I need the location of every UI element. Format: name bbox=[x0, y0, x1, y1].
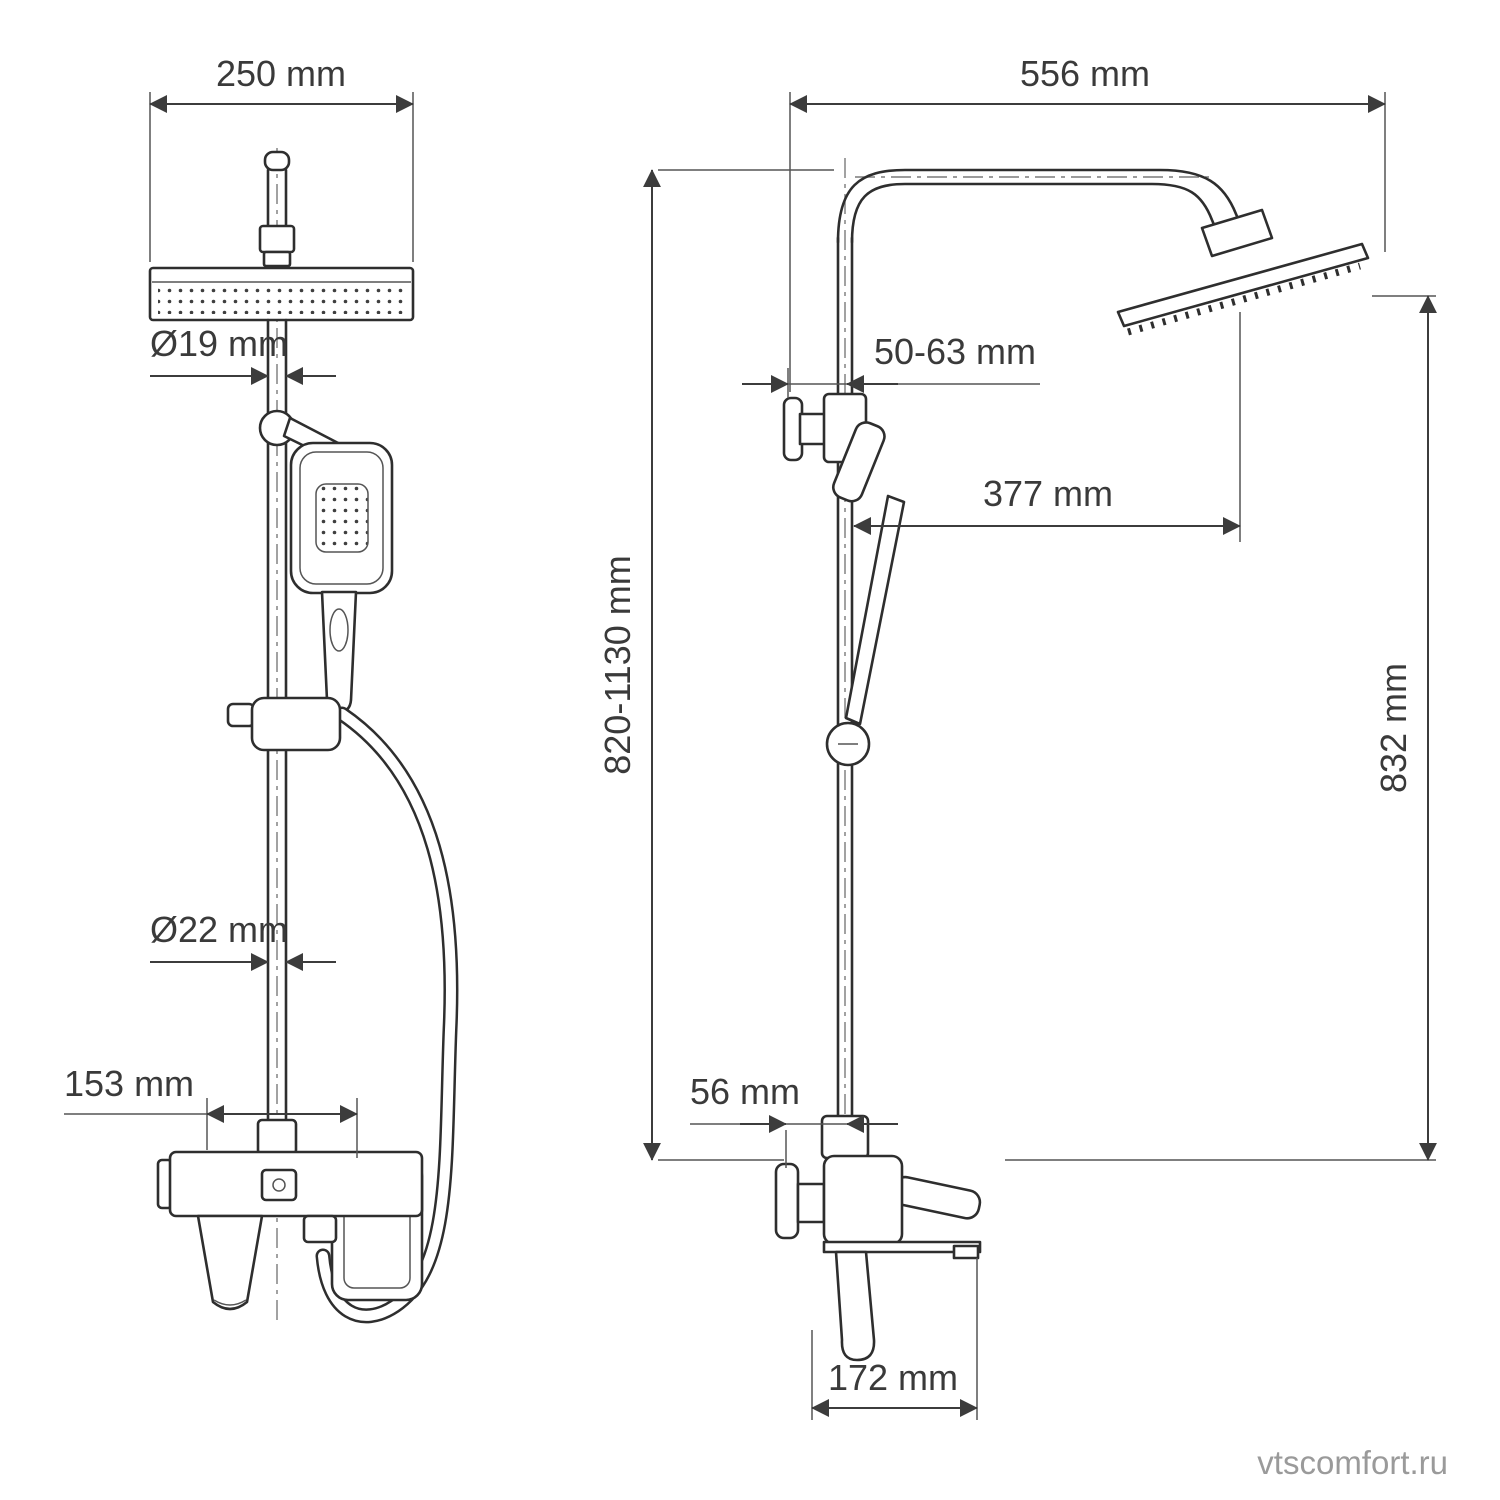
dim-label-bracket-offset: 50-63 mm bbox=[874, 331, 1036, 372]
side-view: 556 mm 820-1130 mm 50-63 mm 377 mm bbox=[597, 53, 1437, 1420]
dim-side-column-height: 820-1130 mm bbox=[597, 169, 834, 1161]
dim-side-head-offset: 377 mm bbox=[853, 312, 1241, 542]
side-spout bbox=[834, 1250, 876, 1362]
dim-front-lower-pipe: Ø22 mm bbox=[150, 909, 336, 971]
side-rain-head bbox=[1116, 242, 1370, 336]
front-hose-outlet bbox=[302, 1214, 338, 1244]
dim-label-lower-wall-offset: 56 mm bbox=[690, 1071, 800, 1112]
side-hand-shower bbox=[825, 421, 906, 767]
dim-side-bracket-offset: 50-63 mm bbox=[742, 331, 1040, 398]
dim-label-upper-pipe: Ø19 mm bbox=[150, 323, 288, 364]
front-spout bbox=[196, 1214, 264, 1311]
side-shelf bbox=[822, 1240, 982, 1254]
dim-side-arm-reach: 556 mm bbox=[789, 53, 1386, 392]
dim-side-spout-reach: 172 mm bbox=[811, 1258, 978, 1420]
side-head-connector bbox=[1200, 208, 1274, 258]
dim-side-lower-wall-offset: 56 mm bbox=[690, 1071, 898, 1168]
side-top-arm bbox=[836, 168, 1274, 258]
dim-label-spout-reach: 172 mm bbox=[828, 1357, 958, 1398]
dim-label-head-to-bottom: 832 mm bbox=[1373, 663, 1414, 793]
dim-side-head-to-bottom: 832 mm bbox=[1005, 295, 1437, 1161]
front-mixer bbox=[156, 1118, 424, 1311]
front-slider-clamp bbox=[226, 696, 342, 752]
watermark: vtscomfort.ru bbox=[1257, 1444, 1448, 1481]
dim-front-mixer-width: 153 mm bbox=[64, 1063, 358, 1158]
dim-label-lower-pipe: Ø22 mm bbox=[150, 909, 288, 950]
dim-front-upper-pipe: Ø19 mm bbox=[150, 323, 336, 385]
dim-label-mixer-width: 153 mm bbox=[64, 1063, 194, 1104]
side-hand-shower-handle bbox=[844, 494, 906, 726]
front-hand-shower-handle bbox=[320, 590, 358, 714]
side-mixer-body bbox=[822, 1154, 904, 1246]
front-hose bbox=[315, 706, 459, 1324]
dim-front-head-width: 250 mm bbox=[149, 53, 414, 262]
dim-label-arm-reach: 556 mm bbox=[1020, 53, 1150, 94]
front-view: 250 mm Ø19 mm Ø22 mm 153 mm bbox=[64, 53, 459, 1325]
dim-label-column-height: 820-1130 mm bbox=[597, 555, 638, 774]
dim-label-head-offset: 377 mm bbox=[983, 473, 1113, 514]
front-hand-shower bbox=[289, 441, 394, 714]
front-upper-pipe bbox=[258, 150, 296, 270]
dim-label-head-width: 250 mm bbox=[216, 53, 346, 94]
side-mixer-handle bbox=[891, 1175, 982, 1220]
front-rain-head bbox=[148, 266, 415, 322]
side-mixer bbox=[774, 1114, 982, 1362]
